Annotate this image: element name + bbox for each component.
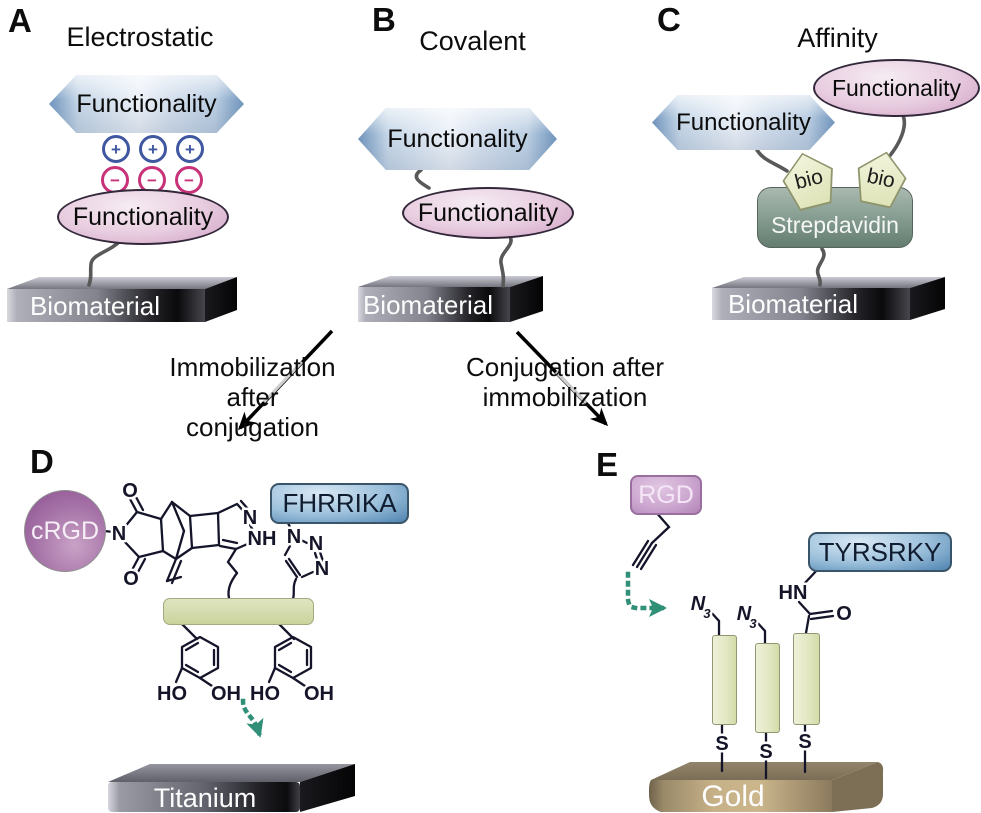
panel-c-letter: C	[657, 1, 681, 38]
linker-bar	[163, 598, 314, 625]
plus-charge-icon: +	[176, 135, 204, 163]
sam-chain-3	[793, 633, 820, 725]
rgd-ligand: RGD	[630, 475, 702, 515]
atom-o-bottom: O	[123, 568, 139, 590]
atom-oh-right: OH	[304, 683, 334, 705]
transition-left-label: Immobilization after conjugation	[160, 352, 345, 442]
panel-b-title: Covalent	[419, 26, 526, 56]
substrate-slab-c: Biomaterial	[712, 277, 945, 320]
panel-d-letter: D	[30, 443, 54, 480]
ellipse-label-a: Functionality	[72, 202, 214, 231]
panel-b-letter: B	[372, 1, 396, 38]
ellipse-label-b: Functionality	[417, 198, 559, 227]
atom-o-top: O	[122, 480, 138, 502]
arrow-down-left-icon	[237, 329, 334, 431]
biotin-left-label: bio	[792, 164, 826, 195]
atom-azide-sub-2: 3	[749, 616, 757, 631]
tether-b-lower	[499, 233, 513, 288]
atom-azide-n-1: N	[691, 593, 706, 615]
fhrrika-peptide: FHRRIKA	[270, 483, 409, 524]
dashed-arrow-titanium-icon	[240, 698, 264, 738]
substrate-slab-titanium: Titanium	[108, 764, 355, 813]
transition-right-line1: Conjugation after	[465, 352, 665, 382]
atom-ho-left: HO	[157, 683, 187, 705]
streptavidin-label: Strepdavidin	[771, 212, 899, 238]
transition-right-line2: immobilization	[482, 382, 648, 412]
atom-amide-o: O	[836, 603, 852, 625]
atom-ring-n: N	[243, 507, 257, 529]
panel-e-letter: E	[596, 446, 619, 483]
transition-left-line2: after conjugation	[186, 382, 319, 442]
crgd-label: cRGD	[30, 516, 100, 545]
hexagon-label-b: Functionality	[387, 124, 528, 153]
atom-azide-n-2: N	[737, 603, 752, 625]
fhrrika-label: FHRRIKA	[282, 488, 397, 518]
atom-s2: S	[759, 741, 772, 763]
panel-a-title: Electrostatic	[66, 22, 214, 52]
panel-c-title: Affinity	[797, 23, 878, 53]
positive-charges: + + +	[102, 135, 204, 163]
sam-chain-2	[755, 643, 780, 733]
substrate-label-titanium: Titanium	[154, 783, 257, 813]
substrate-label-a: Biomaterial	[30, 291, 160, 321]
plus-charge-icon: +	[139, 135, 167, 163]
arrow-down-right-icon	[515, 330, 609, 427]
hexagon-functionality-b: Functionality	[358, 108, 557, 170]
atom-azide-sub-1: 3	[703, 606, 711, 621]
crgd-ligand: cRGD	[24, 490, 106, 572]
tether-a	[87, 238, 123, 287]
transition-left-line1: Immobilization	[169, 352, 336, 382]
atom-s1: S	[715, 733, 728, 755]
atom-triazole-n2: N	[309, 533, 323, 555]
dashed-arrow-gold-icon	[625, 571, 667, 617]
minus-charge-icon: −	[175, 166, 203, 194]
transition-right-label: Conjugation after immobilization	[465, 352, 665, 412]
tether-c-hexagon	[755, 148, 789, 173]
hexagon-functionality-a: Functionality	[49, 75, 244, 133]
tyrsrky-peptide: TYRSRKY	[808, 532, 952, 572]
tether-c-streptavidin	[815, 247, 826, 287]
atom-s3: S	[798, 731, 811, 753]
ellipse-functionality-a: Functionality	[57, 189, 229, 245]
sam-chain-1	[712, 635, 737, 725]
tether-b-upper	[414, 168, 431, 190]
hexagon-label-a: Functionality	[76, 89, 217, 118]
atom-ho-right: HO	[250, 683, 280, 705]
atom-n-maleimide: N	[112, 523, 126, 545]
ellipse-functionality-c: Functionality	[813, 59, 980, 117]
substrate-slab-gold: Gold	[649, 762, 884, 813]
panel-a-letter: A	[8, 2, 32, 39]
hexagon-label-c: Functionality	[676, 108, 811, 136]
rgd-label: RGD	[638, 480, 694, 509]
atom-triazole-n3: N	[315, 558, 329, 580]
substrate-label-b: Biomaterial	[363, 290, 493, 320]
atom-triazole-n1: N	[287, 526, 301, 548]
streptavidin-box: Strepdavidin	[757, 187, 913, 248]
biotin-right-label: bio	[865, 163, 898, 193]
ellipse-functionality-b: Functionality	[402, 187, 574, 239]
atom-ring-nh: NH	[248, 528, 277, 550]
substrate-label-c: Biomaterial	[728, 289, 858, 319]
plus-charge-icon: +	[102, 135, 130, 163]
substrate-label-gold: Gold	[701, 780, 764, 813]
atom-oh-left: OH	[211, 683, 241, 705]
hexagon-functionality-c: Functionality	[652, 95, 835, 150]
substrate-slab-b: Biomaterial	[358, 276, 543, 322]
tether-c-ellipse	[886, 111, 907, 160]
atom-amide-hn: HN	[779, 582, 808, 604]
tyrsrky-label: TYRSRKY	[818, 536, 942, 567]
substrate-slab-a: Biomaterial	[7, 277, 237, 322]
chem-structure-d: O N O N NH N N N HO OH HO OH	[102, 478, 337, 708]
ellipse-label-c: Functionality	[831, 74, 962, 101]
